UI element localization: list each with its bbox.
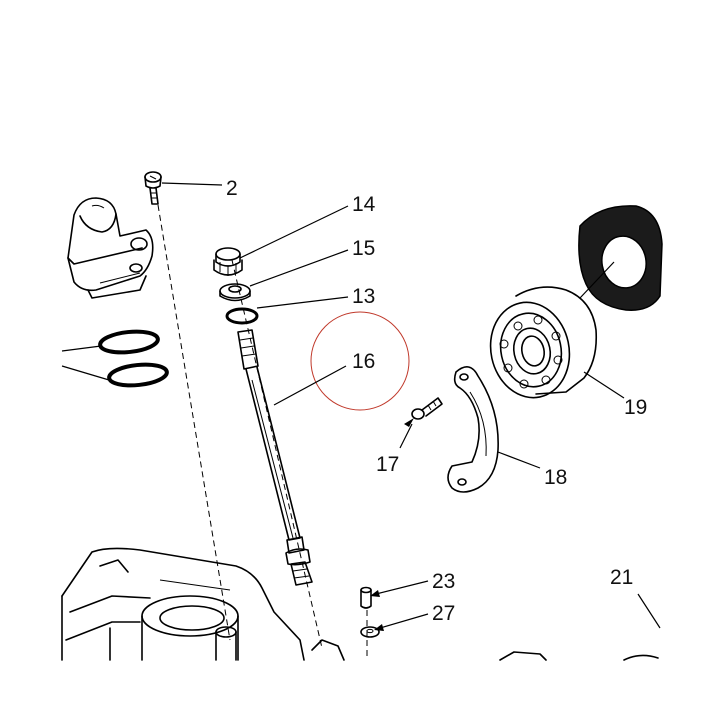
arrow-23 bbox=[370, 590, 380, 597]
callout-21: 21 bbox=[610, 566, 633, 589]
callout-15: 15 bbox=[352, 237, 375, 260]
arrow-27 bbox=[374, 624, 384, 631]
part-17-screw bbox=[411, 397, 443, 420]
part-27-washer bbox=[360, 626, 380, 638]
part-19-bearing bbox=[489, 286, 598, 399]
leader-lines bbox=[161, 182, 661, 631]
part-orings-left bbox=[61, 329, 169, 388]
part-13-oring bbox=[225, 307, 259, 325]
part-housing-elbow bbox=[67, 197, 154, 299]
callout-2: 2 bbox=[226, 177, 238, 200]
part-sleeve bbox=[578, 205, 663, 311]
arrow-17 bbox=[404, 418, 414, 427]
part-15-washer bbox=[219, 283, 251, 302]
callout-19: 19 bbox=[624, 396, 647, 419]
callout-16: 16 bbox=[352, 350, 375, 373]
axis-left bbox=[157, 204, 231, 641]
part-16-rod bbox=[237, 329, 313, 586]
callout-13: 13 bbox=[352, 285, 375, 308]
part-lower-housing bbox=[61, 547, 659, 661]
part-18-clamp bbox=[447, 366, 499, 493]
highlight-circle bbox=[310, 311, 410, 411]
callout-23: 23 bbox=[432, 570, 455, 593]
axis-center bbox=[231, 259, 323, 649]
callout-14: 14 bbox=[352, 193, 376, 216]
part-2-screw bbox=[144, 171, 162, 205]
callout-17: 17 bbox=[376, 453, 399, 476]
callout-27: 27 bbox=[432, 602, 455, 625]
part-14-nut bbox=[213, 247, 243, 276]
callout-18: 18 bbox=[544, 466, 567, 489]
callout-labels: 2 14 15 13 16 19 17 18 23 27 21 bbox=[226, 177, 647, 625]
part-23-pin bbox=[360, 586, 372, 609]
